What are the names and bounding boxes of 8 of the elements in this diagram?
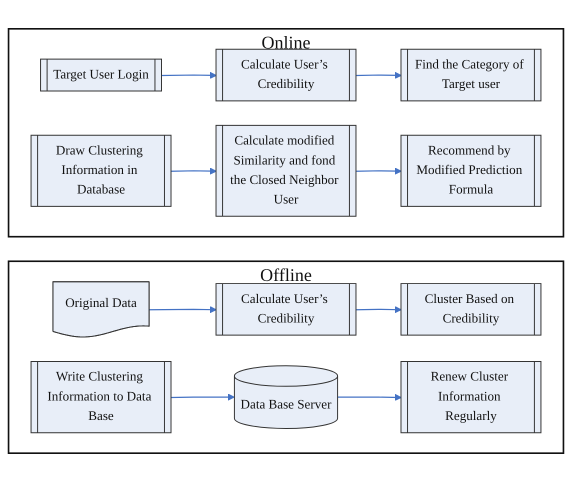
arrow xyxy=(150,306,217,314)
arrow xyxy=(171,168,217,175)
arrow xyxy=(171,394,235,401)
arrow xyxy=(162,72,217,79)
arrow xyxy=(356,72,402,79)
arrow xyxy=(338,394,402,401)
arrow xyxy=(356,306,402,314)
arrow xyxy=(356,168,402,175)
